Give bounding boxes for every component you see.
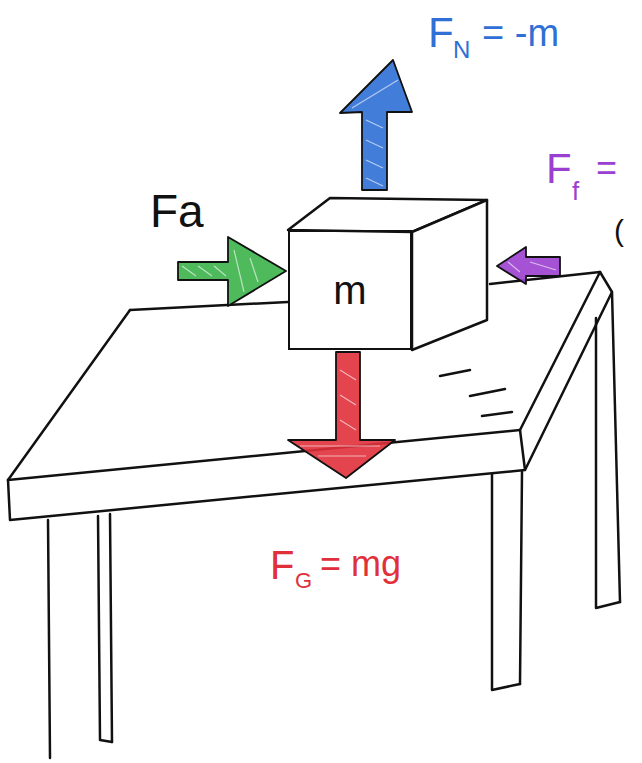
- friction-arrow: [497, 247, 560, 284]
- table-back-edge: [130, 302, 288, 310]
- table-front-edge: [8, 430, 520, 480]
- force-arrows: [178, 60, 560, 478]
- force-equation: = mg: [320, 546, 401, 582]
- table-leg: [520, 472, 522, 684]
- force-subscript: N: [453, 38, 470, 62]
- motion-streak: [482, 412, 512, 416]
- motion-streak: [470, 389, 505, 396]
- table-side-thickness: [525, 272, 612, 470]
- table-leg: [612, 292, 620, 602]
- force-label: Fa: [150, 188, 204, 234]
- block-front-face: m: [288, 230, 412, 350]
- force-equation: = -m: [482, 14, 559, 52]
- table-leg: [492, 474, 520, 690]
- gravity-arrow: [288, 352, 395, 478]
- hatch: [352, 80, 398, 186]
- force-subscript: G: [295, 570, 312, 592]
- force-symbol: F: [546, 148, 572, 190]
- normal-force-arrow: [340, 60, 412, 190]
- hatch: [182, 250, 258, 292]
- arrow-hatching: [182, 80, 556, 456]
- applied-force-arrow: [178, 237, 286, 306]
- block-side-face: [412, 200, 487, 350]
- table-left-edge: [8, 310, 130, 480]
- force-symbol: F: [270, 545, 294, 585]
- table-right-edge: [520, 272, 600, 430]
- block-faces: [288, 198, 487, 350]
- table: [8, 272, 620, 758]
- force-symbol: F: [428, 12, 454, 54]
- hatch: [508, 262, 556, 272]
- force-equation: =: [596, 150, 617, 186]
- partial-text: (: [614, 216, 624, 246]
- table-leg: [98, 516, 112, 742]
- table-front-thickness: [8, 430, 525, 520]
- table-leg: [110, 514, 112, 742]
- table-leg: [48, 520, 50, 758]
- motion-streak: [440, 370, 470, 376]
- force-subscript: f: [572, 178, 579, 204]
- mass-label: m: [333, 270, 366, 310]
- hatch: [300, 370, 380, 456]
